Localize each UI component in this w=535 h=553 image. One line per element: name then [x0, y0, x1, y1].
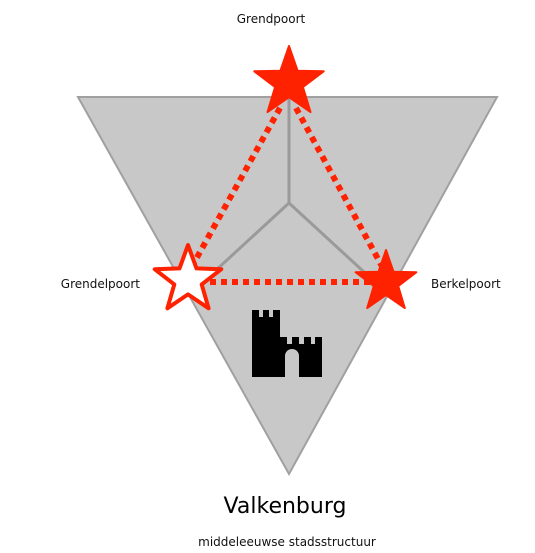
connection-top-right — [293, 106, 387, 272]
top-gate-label: Grendpoort — [237, 12, 306, 26]
page-subtitle: middeleeuwse stadsstructuur — [198, 535, 376, 549]
connection-top-left — [187, 106, 283, 272]
top-gate-star-icon — [253, 45, 325, 114]
page-title: Valkenburg — [224, 494, 347, 519]
left-gate-star-icon — [152, 243, 224, 311]
right-gate-star-icon — [354, 249, 418, 309]
left-gate-label: Grendelpoort — [61, 277, 141, 291]
gate-connections — [187, 106, 387, 285]
right-gate-label: Berkelpoort — [431, 277, 501, 291]
castle-icon — [252, 310, 322, 377]
